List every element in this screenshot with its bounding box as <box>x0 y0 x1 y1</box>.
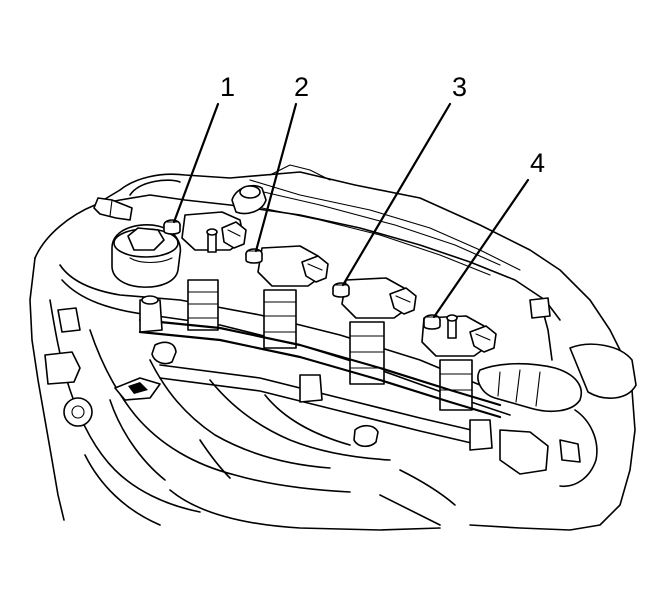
callout-labels: 1 2 3 4 <box>220 72 545 178</box>
coil-bolt-2 <box>245 248 263 264</box>
right-side-hoses <box>477 297 637 487</box>
callout-leaders <box>172 102 530 319</box>
engine-block-outline <box>29 164 636 531</box>
callout-2: 2 <box>294 72 309 102</box>
fuel-rail-harness <box>138 295 502 451</box>
left-front-details <box>44 307 379 448</box>
callout-3: 3 <box>452 72 467 102</box>
coil-bolt-4 <box>423 314 441 330</box>
callout-1: 1 <box>220 72 235 102</box>
callout-4: 4 <box>530 148 545 178</box>
ignition-coil-2 <box>257 245 329 349</box>
leader-line-3 <box>341 102 452 287</box>
coil-bolt-1 <box>163 219 181 235</box>
coil-bolt-3 <box>332 282 350 298</box>
leader-line-2 <box>254 102 298 253</box>
breather-hose-left <box>93 184 267 221</box>
ignition-coil-1 <box>181 211 247 331</box>
oil-filler-cap <box>111 224 182 288</box>
ignition-coil-3 <box>341 277 417 385</box>
coil-bolts <box>163 219 441 330</box>
leader-line-1 <box>172 102 220 224</box>
leader-line-4 <box>432 178 530 319</box>
